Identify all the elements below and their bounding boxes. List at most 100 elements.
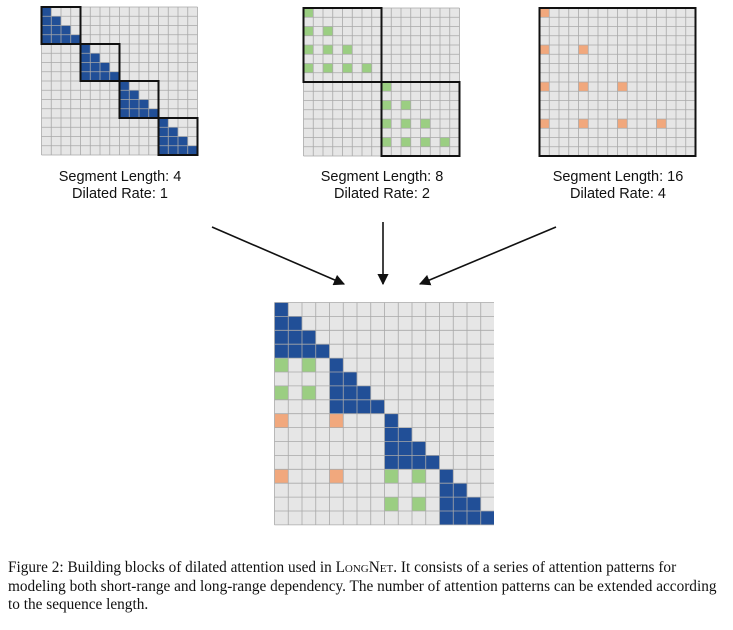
attention-cell	[357, 385, 371, 400]
attention-cell	[178, 136, 188, 146]
segment-border	[79, 43, 121, 82]
attention-cell	[439, 497, 454, 511]
attention-cell	[467, 497, 481, 511]
attention-cell	[168, 127, 178, 137]
attention-cell	[274, 469, 289, 484]
attention-cell	[398, 455, 412, 470]
attention-cell	[323, 26, 333, 36]
attention-cell	[178, 145, 188, 155]
pattern-2-dilated-rate: Dilated Rate: 2	[334, 186, 430, 202]
attention-cell	[343, 385, 357, 400]
attention-cell	[539, 82, 550, 92]
attention-cell	[420, 137, 431, 147]
attention-cell	[139, 99, 149, 109]
attention-cell	[41, 34, 52, 44]
attention-cell	[303, 63, 314, 73]
attention-cell	[51, 34, 61, 44]
attention-cell	[158, 118, 169, 128]
attention-cell	[329, 413, 344, 428]
caption-model-name: LongNet	[335, 559, 394, 576]
attention-cell	[453, 483, 467, 498]
attention-cell	[398, 441, 412, 456]
attention-cell	[401, 119, 411, 129]
attention-cell	[656, 119, 667, 129]
attention-cell	[70, 34, 81, 44]
attention-cell	[168, 136, 178, 146]
attention-cell	[303, 8, 314, 18]
attention-cell	[139, 108, 149, 118]
segment-border	[157, 117, 199, 156]
attention-cell	[302, 330, 316, 345]
attention-cell	[425, 455, 440, 470]
attention-cell	[357, 399, 371, 414]
attention-cell	[384, 427, 399, 442]
attention-matrix-segment-16	[538, 7, 697, 157]
pattern-3-label: Segment Length: 16 Dilated Rate: 4	[518, 169, 718, 203]
attention-cell	[617, 82, 628, 92]
attention-cell	[329, 469, 344, 484]
attention-cell	[51, 16, 61, 26]
attention-cell	[384, 497, 399, 511]
attention-cell	[80, 62, 91, 72]
attention-cell	[420, 119, 431, 129]
attention-cell	[578, 45, 589, 55]
attention-cell	[109, 71, 120, 81]
combined-dilated-attention-matrix	[274, 302, 494, 526]
attention-cell	[61, 25, 71, 35]
attention-cell	[302, 385, 316, 400]
attention-cell	[412, 441, 426, 456]
attention-cell	[384, 455, 399, 470]
caption-part-1: Figure 2: Building blocks of dilated att…	[8, 559, 336, 576]
attention-cell	[129, 99, 139, 109]
attention-cell	[119, 81, 130, 91]
attention-cell	[398, 427, 412, 442]
attention-cell	[41, 16, 52, 26]
attention-matrix-segment-8	[302, 7, 461, 157]
caption-part-2: . It consists of a series of attention p…	[8, 559, 717, 613]
attention-cell	[329, 399, 344, 414]
segment-border	[302, 7, 383, 83]
attention-cell	[439, 511, 454, 525]
pattern-2-segment-length: Segment Length: 8	[320, 169, 444, 185]
attention-cell	[274, 302, 289, 317]
attention-cell	[129, 90, 139, 100]
attention-cell	[467, 511, 481, 525]
attention-cell	[315, 344, 330, 359]
segment-border	[40, 6, 82, 45]
attention-cell	[384, 441, 399, 456]
attention-cell	[148, 108, 159, 118]
attention-cell	[51, 25, 61, 35]
attention-cell	[329, 358, 344, 372]
attention-cell	[158, 127, 169, 137]
attention-cell	[381, 100, 392, 110]
segment-border	[538, 7, 697, 157]
pattern-1-label: Segment Length: 4 Dilated Rate: 1	[20, 169, 220, 203]
attention-cell	[288, 330, 302, 345]
attention-cell	[80, 71, 91, 81]
attention-cell	[61, 34, 71, 44]
attention-cell	[370, 399, 385, 414]
attention-cell	[323, 63, 333, 73]
attention-cell	[401, 137, 411, 147]
attention-cell	[80, 53, 91, 63]
attention-cell	[90, 53, 100, 63]
attention-cell	[100, 62, 110, 72]
arrow-right	[418, 226, 557, 286]
attention-cell	[274, 413, 289, 428]
attention-cell	[90, 62, 100, 72]
attention-cell	[41, 7, 52, 17]
attention-cell	[129, 108, 139, 118]
attention-cell	[401, 100, 411, 110]
attention-cell	[119, 99, 130, 109]
attention-cell	[274, 385, 289, 400]
attention-cell	[90, 71, 100, 81]
attention-cell	[303, 45, 314, 55]
attention-cell	[384, 413, 399, 428]
attention-cell	[302, 344, 316, 359]
attention-cell	[343, 399, 357, 414]
segment-border	[118, 80, 160, 119]
attention-cell	[578, 82, 589, 92]
attention-cell	[288, 316, 302, 331]
pattern-1-dilated-rate: Dilated Rate: 1	[72, 186, 168, 202]
